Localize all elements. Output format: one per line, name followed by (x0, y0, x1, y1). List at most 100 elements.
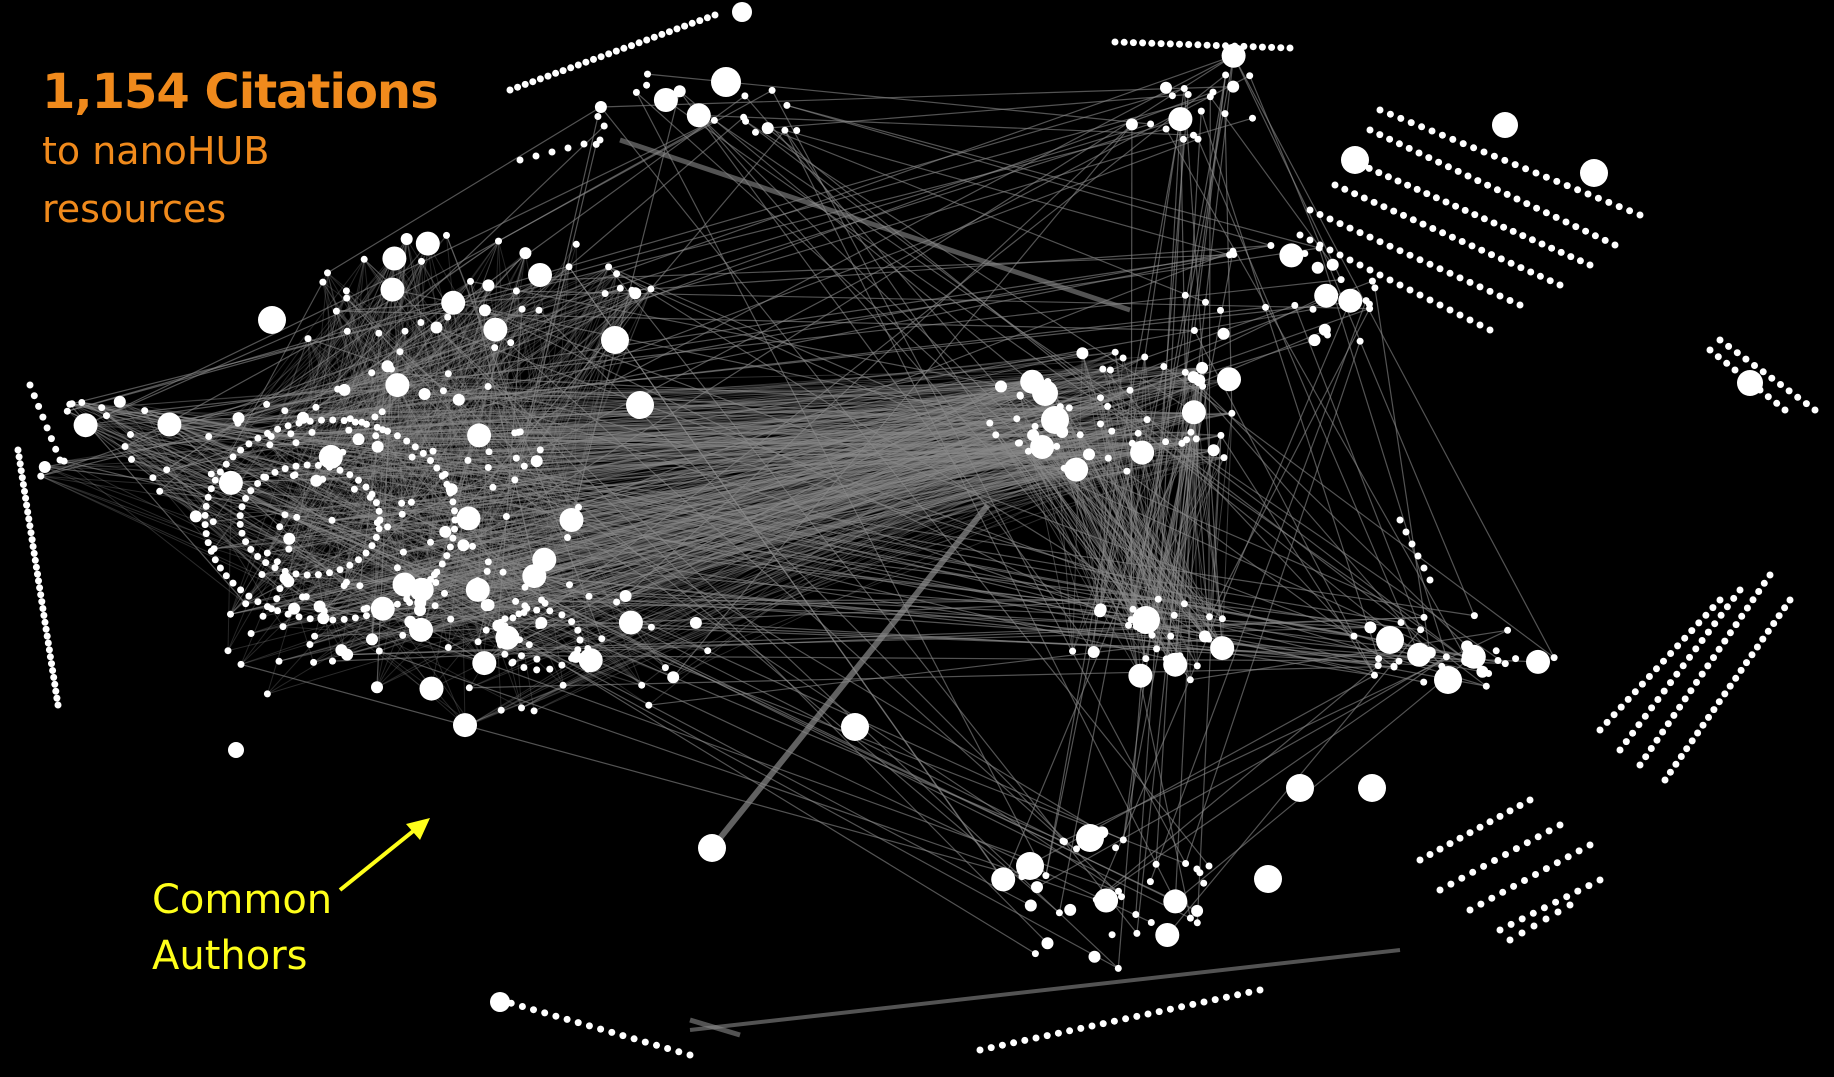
citation-node (355, 556, 362, 564)
citation-node (1594, 194, 1602, 202)
citation-node (207, 547, 215, 555)
citation-edge (269, 289, 393, 446)
citation-node (1234, 991, 1242, 999)
citation-edge (159, 417, 239, 492)
citation-edge (336, 244, 1271, 312)
citation-node (1356, 229, 1364, 237)
citation-edge (484, 310, 487, 631)
citation-node (271, 564, 279, 572)
citation-node (482, 279, 495, 292)
citation-edge (570, 521, 1223, 645)
citation-edge (293, 266, 570, 476)
annotation-line-1: Common (152, 877, 333, 923)
citation-edge (616, 273, 1489, 675)
citation-node (371, 681, 383, 694)
citation-edge (406, 238, 453, 490)
citation-node (673, 85, 686, 98)
citation-edge (536, 395, 1021, 581)
citation-node (432, 579, 440, 586)
citation-edge (411, 316, 449, 458)
citation-edge (67, 87, 1185, 412)
citation-node (1104, 454, 1112, 462)
citation-node (314, 571, 322, 579)
citation-node (1444, 163, 1452, 171)
citation-edge (492, 367, 1203, 488)
citation-node (1659, 728, 1667, 736)
citation-node (1108, 427, 1116, 435)
citation-edge (85, 119, 715, 426)
citation-node (1723, 359, 1731, 367)
citation-node (1439, 229, 1447, 237)
citation-edge (518, 431, 1065, 469)
citation-edge (477, 434, 1222, 643)
citation-node (1503, 190, 1511, 198)
citation-node (1148, 631, 1156, 639)
citation-edge (1208, 96, 1211, 640)
citation-node (306, 417, 314, 425)
citation-node (1764, 393, 1772, 401)
citation-node (373, 609, 381, 617)
citation-edge (302, 480, 317, 598)
citation-edge (316, 292, 636, 482)
citation-node (564, 534, 571, 541)
citation-edge (427, 243, 579, 508)
citation-node (612, 47, 620, 55)
citation-node (263, 549, 271, 557)
citation-node (262, 473, 270, 481)
citation-edge (544, 280, 1373, 604)
citation-node (710, 116, 718, 124)
citation-node (1476, 823, 1484, 831)
citation-edge (307, 338, 572, 521)
citation-node (1258, 43, 1266, 51)
citation-edge (289, 445, 1057, 540)
citation-node (1629, 729, 1637, 737)
citation-node (43, 632, 51, 640)
citation-edge (159, 490, 530, 646)
citation-edge (1107, 457, 1172, 637)
citation-node (1110, 1017, 1118, 1025)
citation-edge (665, 367, 1203, 669)
citation-node (411, 443, 419, 451)
citation-edge (237, 327, 437, 424)
citation-node (1370, 198, 1378, 206)
citation-edge (287, 581, 315, 663)
citation-node (793, 127, 801, 134)
citation-node (1492, 647, 1500, 655)
citation-node (1326, 258, 1339, 271)
citation-node (1141, 353, 1149, 361)
citation-node (1775, 612, 1783, 620)
citation-node (1115, 887, 1122, 895)
citation-edge (371, 261, 422, 640)
citation-node (274, 607, 282, 615)
citation-node (483, 317, 508, 342)
citation-node (619, 590, 632, 602)
citation-node (228, 742, 244, 758)
citation-node (1480, 215, 1488, 223)
citation-node (665, 28, 673, 36)
citation-edge (195, 452, 1143, 517)
citation-edge (403, 377, 1035, 553)
citation-node (1190, 327, 1198, 334)
citation-edge (698, 114, 1194, 136)
citation-node (52, 445, 60, 453)
citation-node (22, 494, 30, 502)
citation-node (1153, 645, 1161, 653)
citation-edge (625, 405, 1108, 597)
citation-node (205, 433, 213, 440)
citation-edge (342, 407, 1070, 453)
citation-edge (131, 458, 526, 607)
citation-node (1704, 662, 1712, 670)
citation-node (1768, 374, 1776, 382)
citation-node (1366, 305, 1374, 313)
citation-node (1624, 695, 1632, 703)
citation-node (329, 416, 337, 424)
citation-node (222, 572, 230, 580)
citation-edge (1165, 128, 1468, 661)
citation-node (501, 622, 509, 630)
citation-node (1362, 297, 1370, 305)
citation-node (1617, 703, 1625, 711)
citation-edge (540, 389, 1131, 451)
citation-node (1396, 247, 1404, 255)
citation-node (1324, 331, 1331, 339)
citation-edge (293, 457, 1109, 477)
